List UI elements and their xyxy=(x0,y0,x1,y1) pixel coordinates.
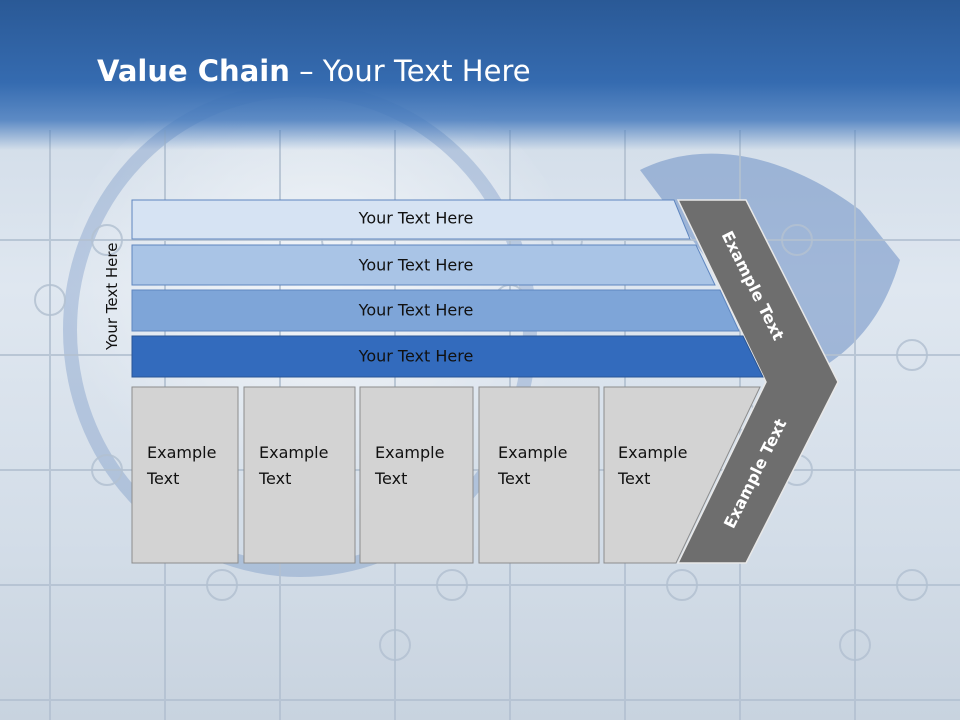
box-2[interactable]: Example Text xyxy=(243,386,356,564)
box-5-line1: Example xyxy=(618,443,687,462)
band-1-label: Your Text Here xyxy=(358,209,474,228)
band-3-shape xyxy=(131,289,740,332)
band-4-label: Your Text Here xyxy=(358,347,474,366)
header-bar xyxy=(0,0,960,150)
box-4[interactable]: Example Text xyxy=(478,386,600,564)
band-1[interactable]: Your Text Here xyxy=(131,199,691,240)
box-4-shape xyxy=(478,386,600,564)
band-4-shape xyxy=(131,335,764,378)
box-4-line2: Text xyxy=(497,469,530,488)
box-3-line2: Text xyxy=(374,469,407,488)
box-1[interactable]: Example Text xyxy=(131,386,239,564)
box-2-line2: Text xyxy=(258,469,291,488)
title-rest: – Your Text Here xyxy=(289,54,531,88)
box-1-line2: Text xyxy=(146,469,179,488)
title-bold: Value Chain xyxy=(97,54,290,88)
box-5-shape xyxy=(603,386,761,564)
slide-title[interactable]: Value Chain – Your Text Here xyxy=(97,54,531,88)
band-3[interactable]: Your Text Here xyxy=(131,289,740,332)
box-5-line2: Text xyxy=(617,469,650,488)
box-4-line1: Example xyxy=(498,443,567,462)
box-1-line1: Example xyxy=(147,443,216,462)
band-2-label: Your Text Here xyxy=(358,256,474,275)
band-1-shape xyxy=(131,199,691,240)
box-5[interactable]: Example Text xyxy=(603,386,761,564)
box-3-line1: Example xyxy=(375,443,444,462)
band-3-label: Your Text Here xyxy=(358,301,474,320)
box-2-shape xyxy=(243,386,356,564)
band-2[interactable]: Your Text Here xyxy=(131,244,716,286)
band-2-shape xyxy=(131,244,716,286)
box-1-shape xyxy=(131,386,239,564)
box-2-line1: Example xyxy=(259,443,328,462)
box-3[interactable]: Example Text xyxy=(359,386,474,564)
box-3-shape xyxy=(359,386,474,564)
band-4[interactable]: Your Text Here xyxy=(131,335,764,378)
chevron-arrow[interactable] xyxy=(676,199,839,564)
